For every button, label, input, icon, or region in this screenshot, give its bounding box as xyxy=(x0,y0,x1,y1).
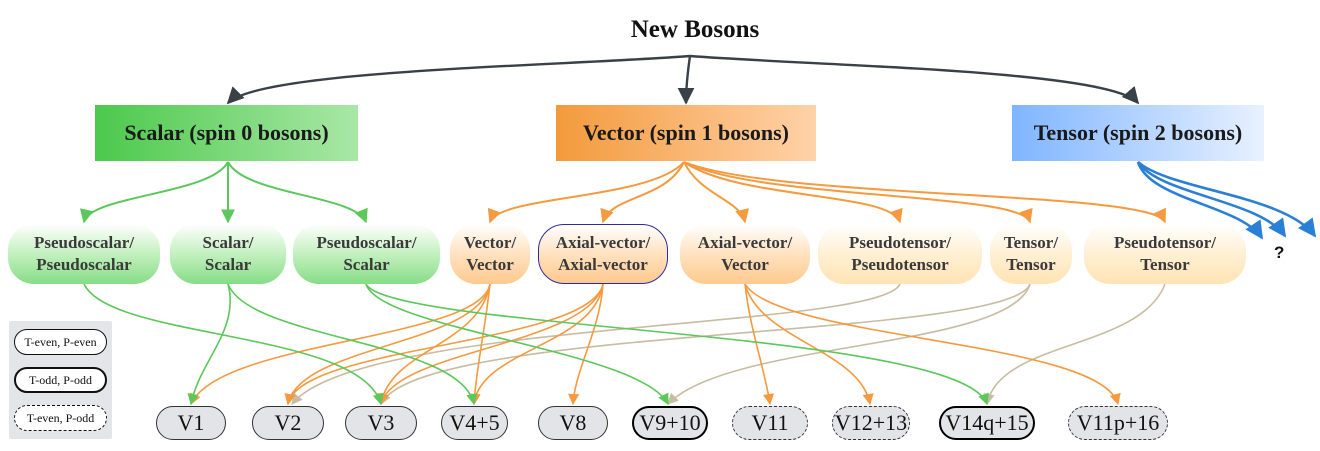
subtype-label-line2: Vector xyxy=(466,255,514,274)
legend-item-t-even-p-even: T-even, P-even xyxy=(14,329,107,355)
subtype-label-line2: Vector xyxy=(721,255,769,274)
subtype-label-line1: Pseudotensor/ xyxy=(1114,233,1216,252)
term-v14q-15: V14q+15 xyxy=(939,406,1035,440)
subtype-label-line2: Scalar xyxy=(204,255,252,274)
subtype-vector-vector: Vector/Vector xyxy=(450,224,530,284)
term-v12-13: V12+13 xyxy=(832,406,910,440)
diagram-title: New Bosons xyxy=(630,16,760,43)
term-v2: V2 xyxy=(252,406,324,440)
subtype-axialvector-axialvector: Axial-vector/Axial-vector xyxy=(538,224,668,284)
legend-item-t-odd-p-odd: T-odd, P-odd xyxy=(14,367,107,393)
term-v9-10: V9+10 xyxy=(632,406,708,440)
subtype-label-line1: Tensor/ xyxy=(1003,233,1059,252)
legend-item-t-even-p-odd: T-even, P-odd xyxy=(14,405,107,431)
term-v8: V8 xyxy=(538,406,608,440)
unknown-subtype-marker: ? xyxy=(1274,243,1285,262)
subtype-label-line2: Tensor xyxy=(1140,255,1190,274)
subtype-label-line1: Scalar/ xyxy=(202,233,254,252)
subtype-label-line2: Axial-vector xyxy=(558,255,648,274)
category-vector: Vector (spin 1 bosons) xyxy=(556,105,816,161)
subtype-pseudoscalar-scalar: Pseudoscalar/Scalar xyxy=(293,224,440,284)
subtype-label-line1: Axial-vector/ xyxy=(697,233,793,252)
subtype-axialvector-vector: Axial-vector/Vector xyxy=(680,224,810,284)
subtype-tensor-tensor: Tensor/Tensor xyxy=(990,224,1072,284)
subtype-scalar-scalar: Scalar/Scalar xyxy=(170,224,286,284)
category-tensor: Tensor (spin 2 bosons) xyxy=(1012,105,1264,161)
subtype-label-line1: Pseudoscalar/ xyxy=(316,233,417,252)
term-v11: V11 xyxy=(732,406,808,440)
term-v3: V3 xyxy=(345,406,417,440)
subtype-pseudoscalar-pseudoscalar: Pseudoscalar/Pseudoscalar xyxy=(8,224,160,284)
legend: T-even, P-even T-odd, P-odd T-even, P-od… xyxy=(9,321,112,439)
subtype-pseudotensor-pseudotensor: Pseudotensor/Pseudotensor xyxy=(818,224,982,284)
subtype-label-line1: Pseudoscalar/ xyxy=(33,233,135,252)
category-scalar: Scalar (spin 0 bosons) xyxy=(95,105,358,161)
term-v4-5: V4+5 xyxy=(441,406,508,440)
subtype-label-line1: Vector/ xyxy=(463,233,517,252)
subtype-label-line1: Pseudotensor/ xyxy=(849,233,951,252)
subtype-label-line2: Tensor xyxy=(1006,255,1056,274)
term-v11p-16: V11p+16 xyxy=(1068,406,1168,440)
subtype-label-line2: Pseudotensor xyxy=(851,255,949,274)
subtype-label-line2: Pseudoscalar xyxy=(36,255,132,274)
subtype-label-line2: Scalar xyxy=(343,255,390,274)
term-v1: V1 xyxy=(156,406,226,440)
subtype-label-line1: Axial-vector/ xyxy=(555,233,651,252)
subtype-pseudotensor-tensor: Pseudotensor/Tensor xyxy=(1084,224,1246,284)
